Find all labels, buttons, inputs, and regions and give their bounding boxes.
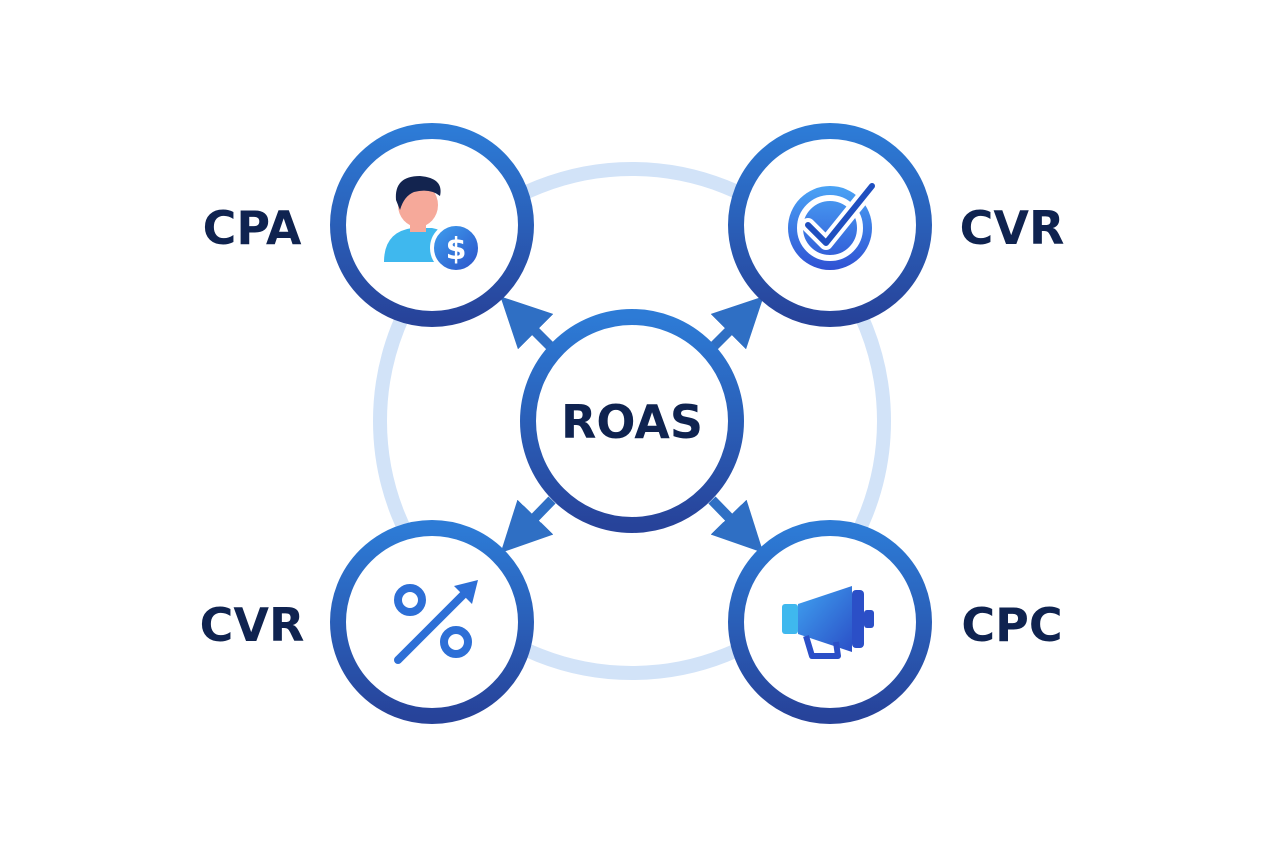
arrow-to-top-left xyxy=(500,296,556,352)
center-label: ROAS xyxy=(561,395,703,449)
megaphone-icon xyxy=(782,586,874,659)
check-badge-icon xyxy=(788,179,879,270)
arrow-to-top-right xyxy=(708,296,764,352)
svg-text:$: $ xyxy=(446,232,467,267)
node-label-top-right: CVR xyxy=(960,201,1065,255)
percent-arrow-icon xyxy=(394,580,478,664)
node-top-left: $ xyxy=(330,123,534,327)
node-bottom-left xyxy=(330,520,534,724)
arrow-to-bottom-left xyxy=(500,496,556,553)
node-label-bottom-right: CPC xyxy=(961,598,1062,652)
node-label-bottom-left: CVR xyxy=(200,598,305,652)
node-label-top-left: CPA xyxy=(203,201,302,255)
node-bottom-right xyxy=(728,520,932,724)
arrow-to-bottom-right xyxy=(708,496,764,553)
center-node: ROAS xyxy=(520,309,744,533)
background-ring xyxy=(373,162,891,680)
connector-arrows xyxy=(500,296,764,553)
node-top-right xyxy=(728,123,932,327)
user-dollar-icon: $ xyxy=(384,176,482,274)
